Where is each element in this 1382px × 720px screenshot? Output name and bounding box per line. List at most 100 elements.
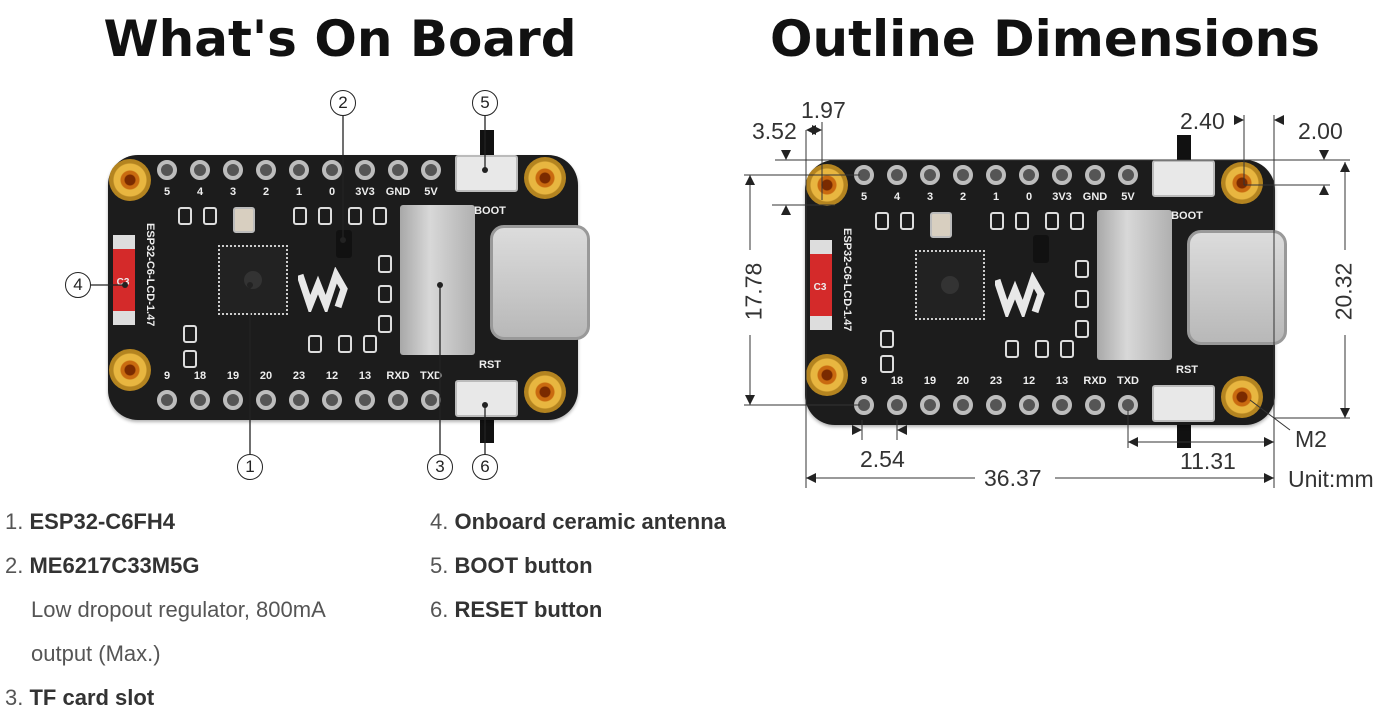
item-name: RESET button — [454, 597, 603, 622]
tf-card-slot — [400, 205, 475, 355]
dim-3-52: 3.52 — [752, 118, 797, 144]
ldo-regulator — [1033, 235, 1049, 263]
pin-hole — [157, 390, 177, 410]
list-item: 6. RESET button — [430, 588, 726, 632]
boot-label: BOOT — [474, 205, 506, 217]
pin-hole — [1118, 165, 1138, 185]
ldo-regulator — [336, 230, 352, 258]
pin-label: 5 — [163, 186, 171, 198]
pin-label: 18 — [890, 375, 904, 387]
pin-label: 5V — [424, 186, 438, 198]
title-outline-dimensions: Outline Dimensions — [769, 10, 1321, 68]
esp32-chip — [915, 250, 985, 320]
smd-component — [1075, 290, 1089, 308]
pin-hole — [1019, 395, 1039, 415]
smd-component — [880, 330, 894, 348]
crystal — [930, 212, 952, 238]
smd-component — [1005, 340, 1019, 358]
smd-component — [1045, 212, 1059, 230]
waveshare-logo — [993, 271, 1055, 326]
smd-component — [178, 207, 192, 225]
pin-label: 3V3 — [355, 186, 375, 198]
smd-component — [900, 212, 914, 230]
smd-component — [373, 207, 387, 225]
pin-label: 3V3 — [1052, 191, 1072, 203]
pin-label: 20 — [956, 375, 970, 387]
list-item: 2. ME6217C33M5G — [5, 544, 326, 588]
pin-hole — [1085, 395, 1105, 415]
pin-label: 18 — [193, 370, 207, 382]
smd-component — [1035, 340, 1049, 358]
callout-2: 2 — [330, 90, 356, 116]
pin-label: 9 — [163, 370, 171, 382]
pin-hole — [854, 165, 874, 185]
pin-hole — [1052, 165, 1072, 185]
pin-hole — [854, 395, 874, 415]
mounting-hole — [524, 371, 566, 413]
dim-11-31: 11.31 — [1180, 448, 1236, 474]
pin-hole — [355, 160, 375, 180]
boot-button-stem — [1177, 135, 1191, 161]
list-item: 5. BOOT button — [430, 544, 726, 588]
ceramic-antenna — [113, 235, 135, 325]
mounting-hole — [1221, 376, 1263, 418]
pin-hole — [223, 390, 243, 410]
list-item: 3. TF card slot — [5, 676, 326, 720]
item-number: 2. — [5, 553, 24, 578]
pin-hole — [289, 160, 309, 180]
mounting-hole — [109, 349, 151, 391]
pin-hole — [986, 395, 1006, 415]
callout-6: 6 — [472, 454, 498, 480]
smd-component — [363, 335, 377, 353]
list-item: 4. Onboard ceramic antenna — [430, 500, 726, 544]
pin-hole — [1085, 165, 1105, 185]
dim-2-54: 2.54 — [860, 446, 905, 472]
smd-component — [1075, 320, 1089, 338]
pin-label: 19 — [226, 370, 240, 382]
smd-component — [378, 315, 392, 333]
pin-hole — [421, 390, 441, 410]
item-number: 1. — [5, 509, 24, 534]
pin-hole — [157, 160, 177, 180]
pin-label: 12 — [325, 370, 339, 382]
pin-hole — [986, 165, 1006, 185]
antenna-marking: C3 — [813, 282, 827, 293]
unit-label: Unit:mm — [1288, 466, 1374, 492]
smd-component — [318, 207, 332, 225]
mounting-hole — [524, 157, 566, 199]
reset-button-stem — [1177, 422, 1191, 448]
pin-label: RXD — [386, 370, 410, 382]
callout-3: 3 — [427, 454, 453, 480]
pin-hole — [1118, 395, 1138, 415]
pin-hole — [388, 390, 408, 410]
smd-component — [338, 335, 352, 353]
pin-hole — [388, 160, 408, 180]
antenna-marking: C3 — [116, 277, 130, 288]
smd-component — [183, 350, 197, 368]
smd-component — [378, 255, 392, 273]
boot-button — [455, 155, 518, 192]
smd-component — [1015, 212, 1029, 230]
pin-hole — [1019, 165, 1039, 185]
reset-button — [455, 380, 518, 417]
boot-button — [1152, 160, 1215, 197]
dim-36-37: 36.37 — [984, 465, 1042, 491]
smd-component — [348, 207, 362, 225]
pin-label: GND — [1082, 191, 1108, 203]
pin-label: RXD — [1083, 375, 1107, 387]
pin-hole — [289, 390, 309, 410]
pin-label: 2 — [262, 186, 270, 198]
mounting-hole — [806, 164, 848, 206]
component-list-right: 4. Onboard ceramic antenna 5. BOOT butto… — [430, 500, 726, 632]
smd-component — [875, 212, 889, 230]
callout-5: 5 — [472, 90, 498, 116]
reset-button — [1152, 385, 1215, 422]
mounting-hole — [109, 159, 151, 201]
component-list-left: 1. ESP32-C6FH4 2. ME6217C33M5G Low dropo… — [5, 500, 326, 720]
smd-component — [378, 285, 392, 303]
pin-label: 1 — [992, 191, 1000, 203]
title-whats-on-board: What's On Board — [103, 10, 577, 68]
callout-1: 1 — [237, 454, 263, 480]
pin-label: 5V — [1121, 191, 1135, 203]
